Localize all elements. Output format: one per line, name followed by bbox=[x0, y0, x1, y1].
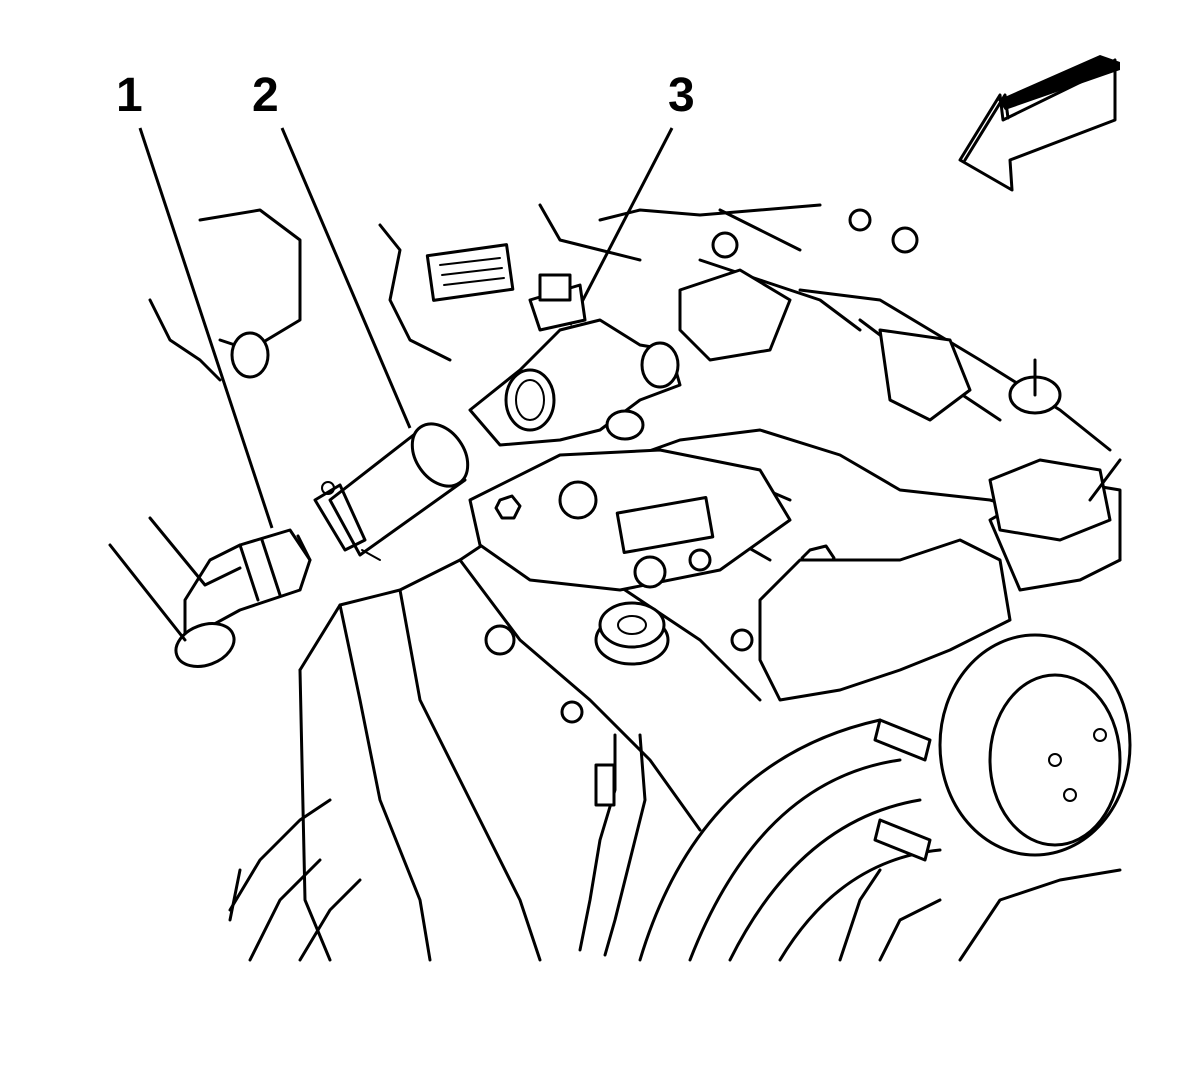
callout-number-2: 2 bbox=[252, 69, 279, 122]
coolant-hose-part-1 bbox=[108, 516, 312, 668]
callout-number-1: 1 bbox=[116, 69, 143, 122]
crankshaft-pulley-icon bbox=[938, 633, 1132, 857]
thermostat-housing-part-3 bbox=[468, 273, 682, 447]
hose-connector-part-2 bbox=[313, 422, 470, 561]
front-view-arrow-icon bbox=[958, 55, 1120, 192]
leader-line-1 bbox=[138, 127, 274, 529]
engine-assembly bbox=[148, 203, 1132, 962]
callout-number-3: 3 bbox=[668, 69, 695, 122]
leader-line-2 bbox=[280, 127, 412, 429]
leader-line-3 bbox=[568, 127, 674, 326]
oil-filler-cap-icon bbox=[594, 601, 670, 666]
